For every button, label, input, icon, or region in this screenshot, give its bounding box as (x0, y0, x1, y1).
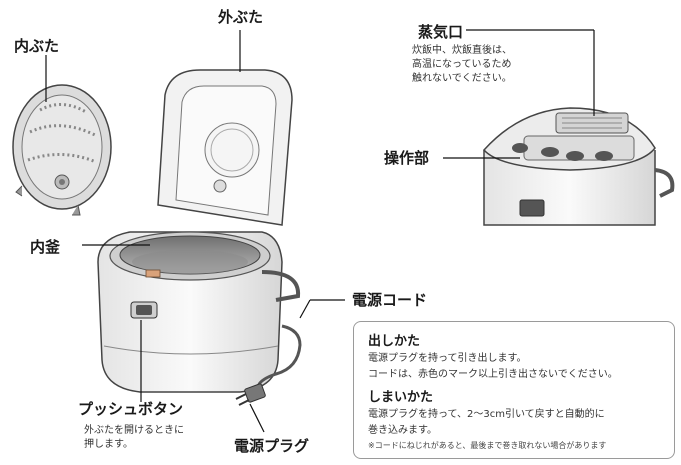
pull-out-line-2: コードは、赤色のマーク以上引き出さないでください。 (368, 365, 618, 380)
outer-lid-label: 外ぶた (218, 6, 263, 27)
retract-line-1: 電源プラグを持って、2～3cm引いて戻すと自動的に (368, 405, 605, 420)
retract-note: ※コードにねじれがあると、最後まで巻き取れない場合があります (368, 440, 606, 451)
control-panel-label: 操作部 (384, 147, 429, 168)
rice-cooker-illustration (98, 70, 298, 392)
pull-out-title: 出しかた (368, 330, 420, 349)
inner-lid-label: 内ぶた (14, 35, 59, 56)
steam-vent-label: 蒸気口 (418, 21, 463, 42)
inner-pot-label: 内釜 (30, 236, 60, 257)
power-plug-label: 電源プラグ (234, 435, 309, 456)
retract-line-2: 巻き込みます。 (368, 421, 437, 436)
pull-out-line-1: 電源プラグを持って引き出します。 (368, 349, 527, 364)
cord-instructions-box: 出しかた 電源プラグを持って引き出します。 コードは、赤色のマーク以上引き出さな… (353, 321, 675, 459)
control-panel-closeup (484, 108, 672, 225)
push-note: 外ぶたを開けるときに 押します。 (84, 424, 184, 452)
retract-title: しまいかた (368, 386, 433, 405)
push-button-label: プッシュボタン (78, 398, 183, 419)
power-cord-label: 電源コード (352, 289, 427, 310)
steam-note: 炊飯中、炊飯直後は、 高温になっているため 触れないでください。 (412, 44, 512, 86)
inner-lid-illustration (13, 85, 111, 215)
